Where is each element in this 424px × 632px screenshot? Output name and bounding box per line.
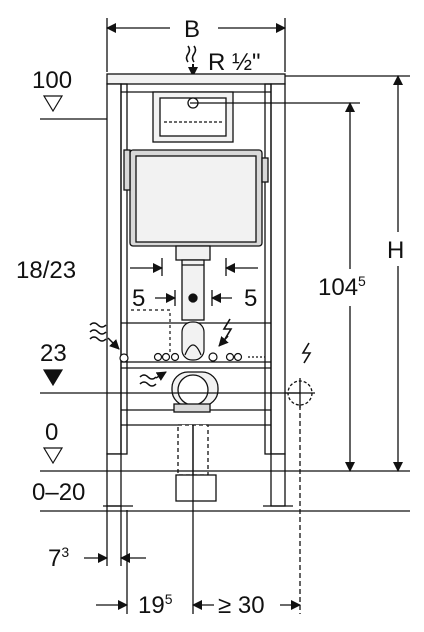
dimension-104-5 (190, 102, 360, 472)
label-5-left: 5 (132, 285, 145, 312)
label-23: 23 (40, 340, 67, 367)
label-19-5: 195 (138, 591, 173, 619)
label-H: H (387, 237, 404, 264)
dimension-5 (155, 290, 232, 306)
dimension-7-3 (84, 506, 146, 566)
label-B: B (184, 16, 200, 43)
frame (103, 73, 293, 507)
level-0 (40, 447, 410, 472)
flush-pipe (175, 245, 211, 321)
dimension-B (106, 18, 286, 72)
label-R: R ½" (208, 49, 261, 76)
label-5-right: 5 (244, 285, 257, 312)
label-7-3: 73 (48, 544, 69, 572)
dimension-H (285, 75, 410, 472)
electric-bolt-icon (218, 318, 312, 364)
label-ge-30: ≥ 30 (218, 592, 265, 619)
label-0: 0 (45, 419, 58, 446)
mounting-plate (119, 309, 265, 363)
dimension-ge-30 (192, 405, 301, 614)
waste-outlet (171, 371, 219, 502)
level-23 (40, 369, 300, 394)
flush-plate (152, 91, 234, 143)
label-18-23: 18/23 (16, 257, 76, 284)
level-triangle-icon (42, 95, 64, 113)
label-100: 100 (32, 67, 72, 94)
dimension-19-5 (96, 425, 194, 614)
level-100 (40, 95, 107, 120)
flush-wave-icon (89, 322, 167, 387)
dimension-18-23 (130, 258, 258, 276)
cistern (123, 149, 269, 247)
label-104: 1045 (318, 273, 366, 301)
water-supply-icon (185, 45, 198, 77)
label-0-20: 0–20 (32, 479, 85, 506)
